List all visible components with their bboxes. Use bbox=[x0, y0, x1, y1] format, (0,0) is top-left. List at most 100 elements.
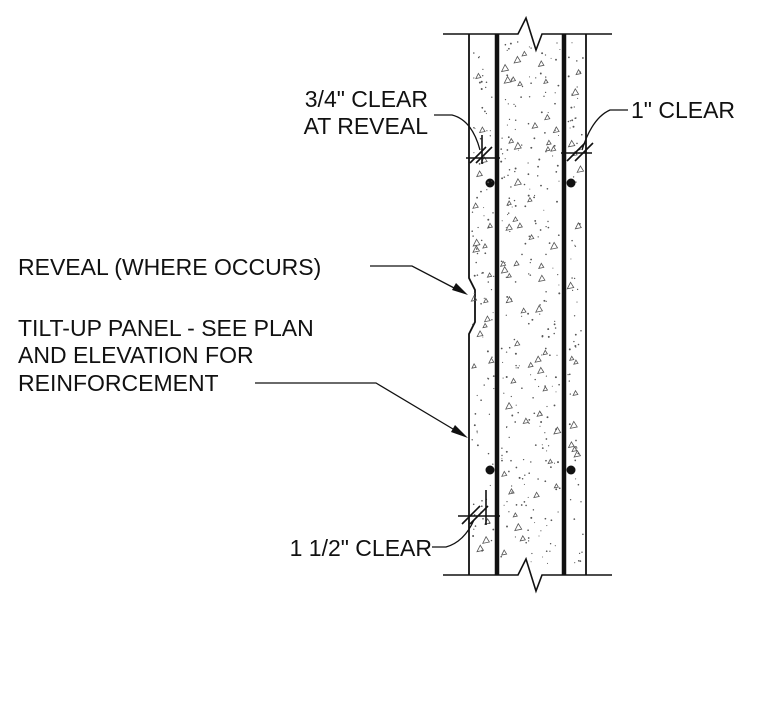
concrete-stipple bbox=[485, 112, 488, 115]
concrete-stipple bbox=[557, 511, 559, 513]
concrete-stipple bbox=[486, 189, 488, 191]
concrete-stipple bbox=[505, 226, 507, 229]
concrete-stipple bbox=[492, 463, 494, 465]
concrete-aggregate bbox=[521, 50, 528, 57]
concrete-stipple bbox=[481, 106, 484, 109]
concrete-stipple bbox=[540, 421, 543, 423]
concrete-stipple bbox=[471, 439, 473, 441]
concrete-stipple bbox=[552, 267, 554, 269]
concrete-stipple bbox=[480, 399, 482, 402]
panel-left-face bbox=[468, 34, 476, 575]
concrete-stipple bbox=[547, 112, 549, 114]
concrete-aggregate bbox=[514, 340, 521, 347]
concrete-stipple bbox=[501, 220, 503, 222]
concrete-aggregate bbox=[537, 366, 545, 375]
concrete-stipple bbox=[511, 414, 514, 417]
concrete-aggregate bbox=[572, 389, 579, 396]
concrete-stipple bbox=[490, 539, 493, 542]
concrete-stipple bbox=[568, 423, 571, 426]
concrete-stipple bbox=[477, 56, 480, 59]
concrete-stipple bbox=[527, 312, 530, 315]
concrete-stipple bbox=[542, 556, 544, 558]
concrete-stipple bbox=[577, 97, 579, 99]
concrete-stipple bbox=[551, 385, 553, 387]
concrete-stipple bbox=[553, 144, 556, 147]
concrete-stipple bbox=[541, 444, 543, 446]
label-panel-line1: TILT-UP PANEL - SEE PLAN bbox=[18, 315, 314, 341]
concrete-stipple bbox=[491, 356, 493, 358]
concrete-stipple bbox=[480, 239, 483, 242]
concrete-stipple bbox=[476, 432, 478, 434]
concrete-stipple bbox=[533, 196, 535, 199]
concrete-stipple bbox=[571, 277, 573, 279]
concrete-stipple bbox=[574, 244, 576, 246]
concrete-stipple bbox=[545, 76, 547, 78]
concrete-stipple bbox=[508, 197, 511, 200]
concrete-stipple bbox=[574, 333, 577, 336]
concrete-stipple bbox=[576, 86, 578, 88]
concrete-stipple bbox=[567, 75, 570, 78]
concrete-aggregate bbox=[522, 417, 530, 425]
concrete-stipple bbox=[480, 88, 483, 90]
concrete-stipple bbox=[475, 261, 477, 264]
leader-clear-bottom bbox=[432, 519, 475, 548]
concrete-stipple bbox=[528, 235, 531, 238]
concrete-stipple bbox=[571, 289, 574, 292]
concrete-stipple bbox=[482, 336, 484, 338]
concrete-stipple bbox=[500, 148, 503, 150]
concrete-stipple bbox=[581, 551, 583, 553]
concrete-stipple bbox=[543, 209, 545, 211]
concrete-stipple bbox=[482, 68, 484, 71]
concrete-stipple bbox=[580, 501, 582, 503]
concrete-stipple bbox=[528, 419, 531, 421]
concrete-stipple bbox=[555, 391, 557, 393]
concrete-stipple bbox=[529, 274, 532, 276]
concrete-stipple bbox=[553, 404, 556, 407]
concrete-stipple bbox=[514, 119, 517, 122]
concrete-stipple bbox=[581, 57, 584, 59]
concrete-stipple bbox=[540, 184, 542, 187]
concrete-stipple bbox=[534, 444, 537, 446]
concrete-stipple bbox=[502, 361, 504, 363]
concrete-stipple bbox=[574, 562, 576, 564]
concrete-stipple bbox=[478, 55, 480, 58]
concrete-aggregate bbox=[512, 216, 519, 223]
concrete-stipple bbox=[514, 204, 517, 207]
concrete-stipple bbox=[579, 560, 582, 562]
concrete-aggregate bbox=[544, 113, 551, 121]
rebar-dot bbox=[485, 465, 495, 475]
concrete-aggregate bbox=[537, 60, 545, 67]
concrete-stipple bbox=[484, 110, 486, 113]
concrete-stipple bbox=[473, 77, 475, 79]
concrete-stipple bbox=[476, 196, 478, 199]
concrete-stipple bbox=[534, 522, 536, 524]
concrete-aggregate bbox=[513, 177, 522, 187]
concrete-aggregate bbox=[568, 355, 575, 361]
concrete-stipple bbox=[472, 503, 475, 506]
concrete-stipple bbox=[559, 48, 561, 51]
concrete-stipple bbox=[557, 134, 560, 137]
concrete-stipple bbox=[531, 318, 534, 321]
concrete-stipple bbox=[545, 375, 547, 377]
concrete-aggregate bbox=[531, 122, 539, 129]
concrete-stipple bbox=[556, 42, 558, 44]
concrete-stipple bbox=[476, 430, 478, 432]
concrete-stipple bbox=[508, 47, 510, 50]
concrete-stipple bbox=[544, 132, 546, 134]
concrete-stipple bbox=[553, 323, 556, 326]
concrete-stipple bbox=[558, 383, 560, 386]
concrete-stipple bbox=[576, 288, 579, 291]
concrete-stipple bbox=[473, 274, 476, 277]
concrete-stipple bbox=[525, 541, 527, 544]
concrete-stipple bbox=[511, 206, 513, 208]
bottom-break-line bbox=[443, 556, 612, 594]
concrete-stipple bbox=[508, 346, 511, 349]
concrete-stipple bbox=[581, 133, 583, 136]
concrete-stipple bbox=[474, 525, 477, 527]
concrete-stipple bbox=[578, 552, 581, 555]
concrete-stipple bbox=[533, 137, 536, 140]
concrete-stipple bbox=[549, 550, 551, 552]
concrete-stipple bbox=[521, 387, 523, 389]
concrete-stipple bbox=[523, 183, 526, 186]
concrete-stipple bbox=[473, 528, 475, 530]
